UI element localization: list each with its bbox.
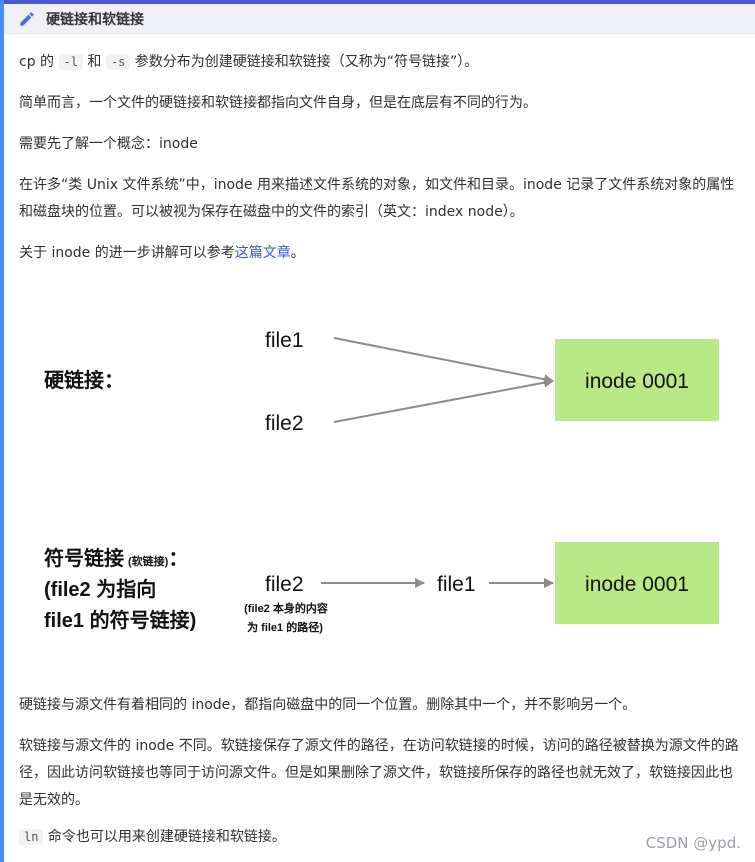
left-accent-bar (0, 0, 4, 862)
hard-file2-label: file2 (265, 412, 304, 435)
text: 和 (87, 54, 102, 70)
text: 命令也可以用来创建硬链接和软链接。 (47, 829, 286, 845)
hard-file1-arrow (333, 337, 554, 385)
hard-inode-label: inode 0001 (585, 370, 689, 393)
sym-note-line1: (file2 本身的内容 (244, 601, 328, 615)
code-ln: ln (19, 829, 44, 845)
text: 关于 inode 的进一步讲解可以参考 (19, 245, 235, 261)
paragraph-hard-link: 硬链接与源文件有着相同的 inode，都指向磁盘中的同一个位置。删除其中一个，并… (19, 697, 637, 713)
top-accent-bar (0, 0, 755, 4)
hard-inode-box (555, 339, 719, 421)
hard-file2-arrow (333, 377, 554, 423)
sym-desc-line3: file1 的符号链接) (44, 608, 196, 632)
hard-file1-label: file1 (265, 329, 304, 352)
code-l-flag: -l (58, 54, 83, 70)
sym-label-colon: ： (168, 548, 188, 570)
sym-label-main: 符号链接 (44, 546, 124, 570)
sym-inode-box (555, 542, 719, 624)
csdn-watermark: CSDN @ypd. (645, 834, 741, 852)
code-s-flag: -s (105, 54, 131, 70)
paragraph-cp-options: cp 的 -l 和 -s 参数分布为创建硬链接和软链接（又称为“符号链接”）。 (19, 49, 741, 76)
sym-link-label: 符号链接 (软链接)： (44, 546, 188, 570)
paragraph-inode-concept: 需要先了解一个概念：inode (19, 136, 198, 152)
sym-note-line2: 为 file1 的路径) (247, 620, 323, 634)
paragraph-soft-link: 软链接与源文件的 inode 不同。软链接保存了源文件的路径，在访问软链接的时候… (19, 738, 739, 808)
sym-desc-line2: (file2 为指向 (44, 577, 156, 601)
paragraph-inode-definition: 在许多“类 Unix 文件系统”中，inode 用来描述文件系统的对象，如文件和… (19, 177, 735, 220)
hard-link-label: 硬链接： (44, 368, 124, 392)
section-header: 硬链接和软链接 (4, 4, 755, 34)
sym-label-small: (软链接) (128, 554, 169, 568)
pencil-icon (20, 11, 34, 26)
article-link[interactable]: 这篇文章 (234, 245, 291, 261)
paragraph-ln-command: ln 命令也可以用来创建硬链接和软链接。 (19, 824, 741, 851)
sym-inode-label: inode 0001 (585, 573, 689, 596)
paragraph-reference: 关于 inode 的进一步讲解可以参考这篇文章。 (19, 240, 741, 267)
text: cp 的 (19, 54, 55, 70)
sym-file2-label: file2 (265, 573, 304, 596)
sym-file1-label: file1 (437, 573, 476, 596)
section-title: 硬链接和软链接 (46, 11, 144, 28)
paragraph-intro: 简单而言，一个文件的硬链接和软链接都指向文件自身，但是在底层有不同的行为。 (19, 95, 537, 111)
text: 参数分布为创建硬链接和软链接（又称为“符号链接”）。 (134, 54, 479, 70)
text: 。 (290, 245, 305, 261)
